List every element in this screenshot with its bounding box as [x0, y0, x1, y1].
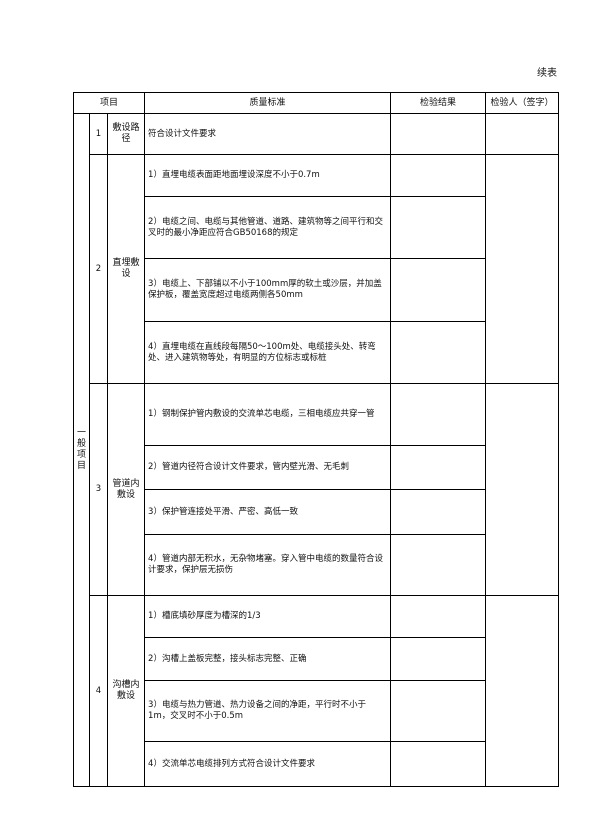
quality-standard: 4）管道内部无积水，无杂物堵塞。穿入管中电缆的数量符合设计要求，保护层无损伤 [144, 534, 392, 596]
quality-standard: 1）槽底填砂厚度为槽深的1/3 [144, 595, 392, 638]
result-cell[interactable] [390, 595, 487, 638]
continued-label: 续表 [537, 68, 557, 79]
quality-standard: 1）直埋电缆表面距地面埋设深度不小于0.7m [144, 154, 392, 197]
table-row: 4）交流单芯电缆排列方式符合设计文件要求 [74, 741, 559, 787]
group-number: 2 [89, 154, 108, 384]
quality-standard: 2）管道内径符合设计文件要求，管内壁光滑、无毛刺 [144, 445, 392, 490]
group-name: 敷设路径 [106, 113, 146, 155]
inspector-cell[interactable] [485, 154, 560, 384]
quality-standard: 3）电缆与热力管道、热力设备之间的净距，平行时不小于1m，交叉时不小于0.5m [144, 680, 392, 742]
result-cell[interactable] [390, 113, 487, 155]
quality-standard: 3）保护管连接处平滑、严密、高低一致 [144, 489, 392, 535]
header-item: 项目 [72, 92, 146, 114]
quality-standard: 4）直埋电缆在直线段每隔50～100m处、电缆接头处、转弯处、进入建筑物等处，有… [144, 321, 392, 384]
quality-standard: 2）电缆之间、电缆与其他管道、道路、建筑物等之间平行和交叉时的最小净距应符合GB… [144, 196, 392, 259]
result-cell[interactable] [390, 196, 487, 259]
quality-standard: 2）沟槽上盖板完整，接头标志完整、正确 [144, 637, 392, 681]
result-cell[interactable] [390, 741, 487, 787]
header-result: 检验结果 [390, 92, 487, 114]
result-cell[interactable] [390, 680, 487, 742]
result-cell[interactable] [390, 321, 487, 384]
header-standard: 质量标准 [144, 92, 392, 114]
group-number: 1 [89, 113, 108, 155]
quality-standard: 符合设计文件要求 [144, 113, 392, 155]
group-name: 管道内敷设 [106, 383, 146, 596]
header-row: 项目 质量标准 检验结果 检验人（签字） [72, 92, 560, 114]
table-row: 2）电缆之间、电缆与其他管道、道路、建筑物等之间平行和交叉时的最小净距应符合GB… [74, 196, 559, 259]
group-name: 沟槽内敷设 [106, 595, 146, 787]
inspector-cell[interactable] [485, 113, 560, 155]
quality-standard: 3）电缆上、下部铺以不小于100mm厚的软土或沙层，并加盖保护板，覆盖宽度超过电… [144, 258, 392, 322]
result-cell[interactable] [390, 637, 487, 681]
inspector-cell[interactable] [485, 595, 560, 787]
result-cell[interactable] [390, 445, 487, 490]
result-cell[interactable] [390, 383, 487, 446]
category-cell: 一般项目 [73, 113, 90, 787]
table-row: 3）电缆上、下部铺以不小于100mm厚的软土或沙层，并加盖保护板，覆盖宽度超过电… [74, 258, 559, 322]
result-cell[interactable] [390, 258, 487, 322]
category-label: 一般项目 [76, 428, 86, 471]
result-cell[interactable] [390, 154, 487, 197]
quality-standard: 4）交流单芯电缆排列方式符合设计文件要求 [144, 741, 392, 787]
group-name: 直埋敷设 [106, 154, 146, 384]
inspector-cell[interactable] [485, 383, 560, 596]
quality-standard: 1）钢制保护管内敷设的交流单芯电缆，三相电缆应共穿一管 [144, 383, 392, 446]
result-cell[interactable] [390, 489, 487, 535]
group-number: 3 [89, 383, 108, 596]
header-inspector: 检验人（签字） [485, 92, 560, 114]
group-number: 4 [89, 595, 108, 787]
result-cell[interactable] [390, 534, 487, 596]
